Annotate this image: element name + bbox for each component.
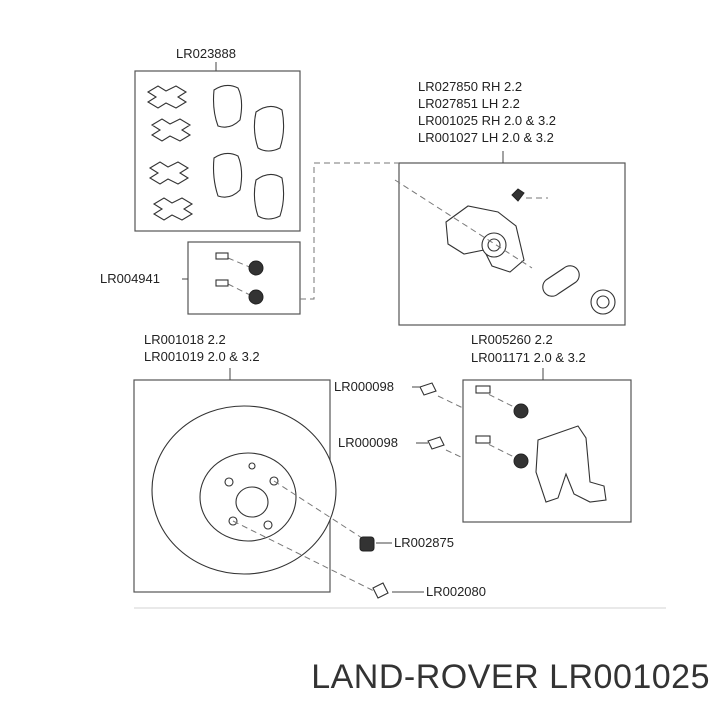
nut-label: LR002875 [394,535,454,550]
caliper-group: LR027850 RH 2.2 LR027851 LH 2.2 LR001025… [394,79,626,326]
caliper-box [398,162,626,326]
pad-bolt-nut-lower [248,289,264,305]
carrier-label-1: LR005260 2.2 [471,332,553,347]
pads-box [134,70,301,232]
screw-label: LR002080 [426,584,486,599]
pads-label: LR023888 [176,46,236,61]
brake-pads-group: LR023888 [134,46,301,232]
guide-bolt-upper: LR000098 [334,379,464,409]
part-number-footer: LAND-ROVER LR001025 [311,658,710,696]
bolt-lower-label: LR000098 [338,435,398,450]
caliper-label-2: LR027851 LH 2.2 [418,96,520,111]
disc-screw: LR002080 [232,520,486,599]
pad-bolts-box [187,241,301,315]
caliper-label-1: LR027850 RH 2.2 [418,79,522,94]
pad-bolts-group: LR004941 [100,241,301,315]
carrier-group: LR005260 2.2 LR001171 2.0 & 3.2 [462,332,632,523]
guide-bolt-lower: LR000098 [338,435,464,459]
disc-label-2: LR001019 2.0 & 3.2 [144,349,260,364]
pad-bolt-nut-upper [248,260,264,276]
caliper-label-3: LR001025 RH 2.0 & 3.2 [418,113,556,128]
carrier-box [462,379,632,523]
pad-clips [146,85,194,221]
disc-label-1: LR001018 2.2 [144,332,226,347]
caliper-label-4: LR001027 LH 2.0 & 3.2 [418,130,554,145]
disc-group: LR001018 2.2 LR001019 2.0 & 3.2 [133,332,337,593]
hub-nut: LR002875 [273,480,454,552]
caliper-piston [542,265,580,297]
pad-set [212,84,285,220]
caliper-carrier [535,425,607,503]
pad-bolts-label: LR004941 [100,271,160,286]
carrier-label-2: LR001171 2.0 & 3.2 [471,350,586,365]
bolt-upper-label: LR000098 [334,379,394,394]
